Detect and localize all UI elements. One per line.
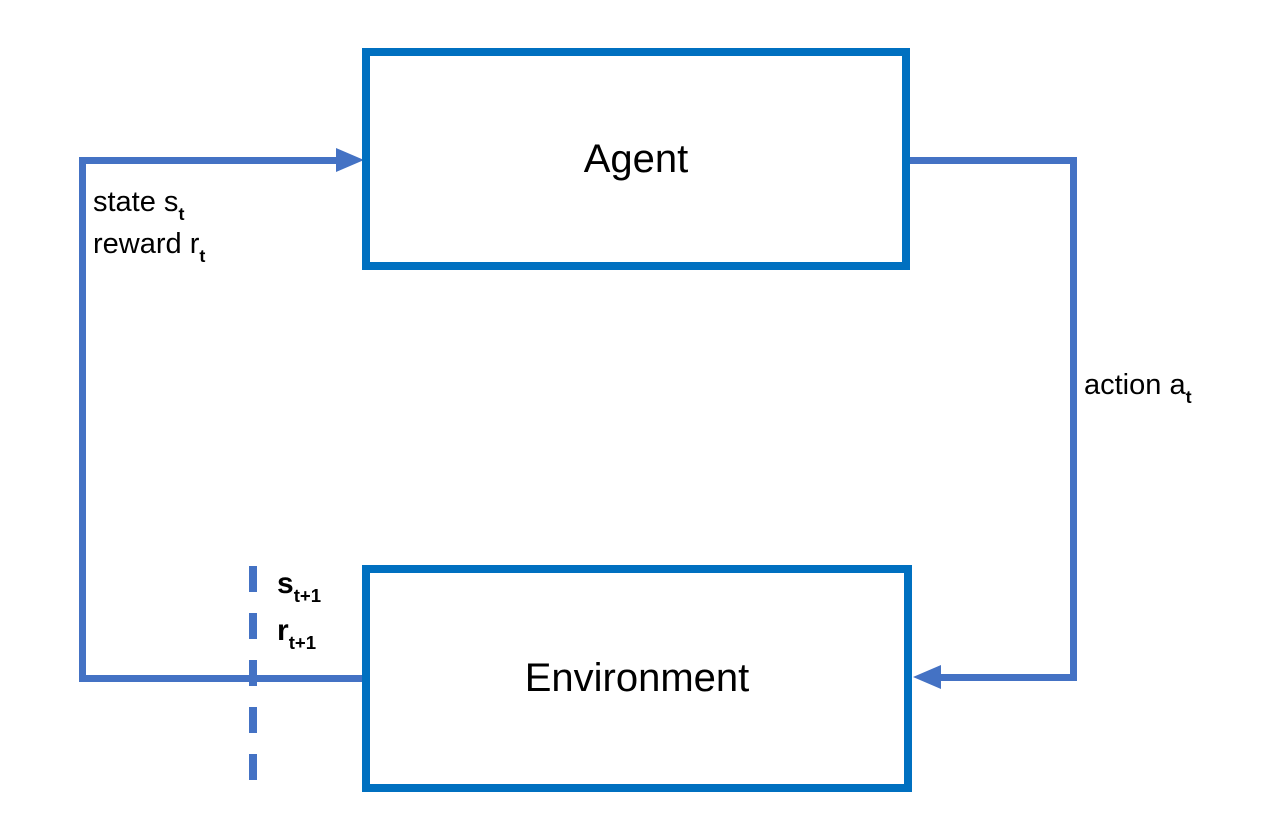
feedback-loop-left-vertical-line xyxy=(79,157,86,682)
state-reward-arrow-shaft xyxy=(79,157,337,164)
agent-output-line xyxy=(906,157,1077,164)
reward-label: reward rt xyxy=(93,228,206,266)
state-subscript: t xyxy=(178,203,185,224)
state-label: state st xyxy=(93,186,185,224)
next-state-label: st+1 xyxy=(277,567,322,607)
environment-box: Environment xyxy=(362,565,912,792)
environment-output-line xyxy=(79,675,366,682)
action-subscript: t xyxy=(1185,386,1192,407)
timestep-divider-dashed-line xyxy=(249,566,257,792)
arrowhead-into-environment-icon xyxy=(913,665,941,689)
action-label: action at xyxy=(1084,369,1192,407)
agent-box: Agent xyxy=(362,48,910,270)
agent-box-label: Agent xyxy=(583,136,689,181)
environment-box-label: Environment xyxy=(524,656,750,700)
arrowhead-into-agent-icon xyxy=(336,148,364,172)
next-reward-subscript: t+1 xyxy=(288,632,317,654)
next-state-subscript: t+1 xyxy=(293,585,322,607)
action-loop-right-vertical-line xyxy=(1070,157,1077,681)
reward-subscript: t xyxy=(199,245,206,266)
action-arrow-shaft xyxy=(940,674,1077,681)
next-reward-label: rt+1 xyxy=(277,614,317,654)
